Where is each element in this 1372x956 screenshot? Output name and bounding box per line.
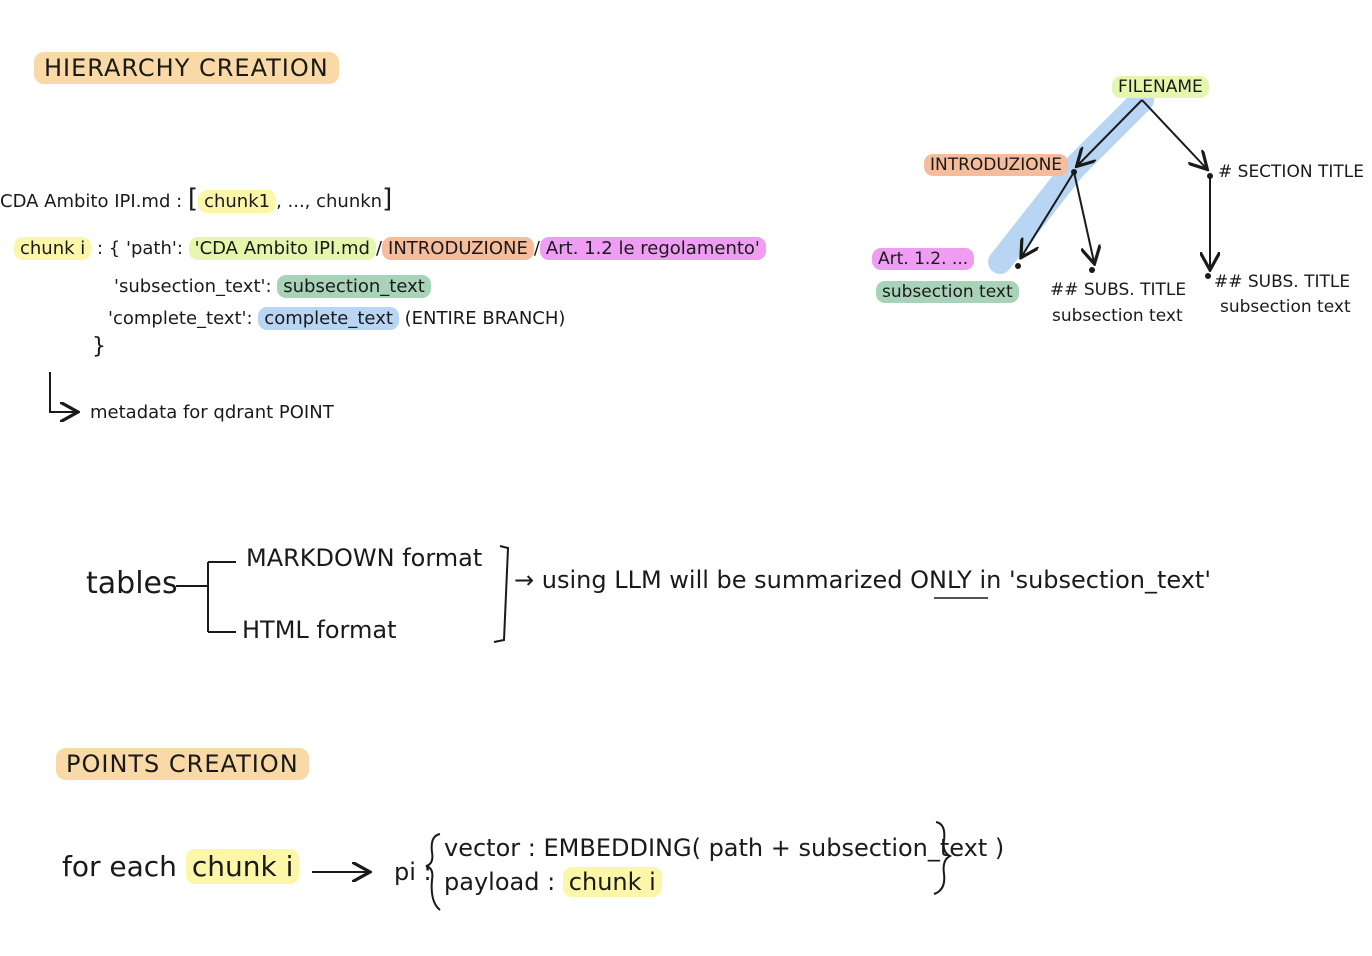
points-title: POINTS CREATION — [56, 748, 309, 780]
edge-intro-subs — [1073, 171, 1094, 262]
only-word: ONLY — [910, 566, 972, 594]
subsection-line: 'subsection_text': subsection_text — [114, 275, 431, 298]
metadata-arrow — [49, 372, 76, 412]
chunk-def-line: chunk i : { 'path': 'CDA Ambito IPI.md/I… — [14, 237, 766, 260]
metadata-note: metadata for qdrant POINT — [90, 402, 334, 423]
points-brace-right — [933, 821, 953, 895]
payload-line: payload : chunk i — [444, 867, 662, 897]
points-brace-left — [425, 833, 441, 911]
complete-value: complete_text — [258, 307, 399, 330]
vector-line: vector : EMBEDDING( path + subsection_te… — [444, 834, 1005, 862]
tables-label: tables — [86, 566, 178, 601]
tree-subs-title-1: ## SUBS. TITLE — [1050, 280, 1187, 300]
subsection-value: subsection_text — [277, 275, 431, 298]
points-chunk: chunk i — [185, 849, 300, 884]
edge-root-intro — [1078, 99, 1143, 165]
payload-value: chunk i — [562, 867, 662, 897]
complete-line: 'complete_text': complete_text (ENTIRE B… — [108, 307, 566, 330]
edge-root-section — [1141, 99, 1206, 168]
tree-art-text: subsection text — [876, 281, 1019, 303]
close-brace: } — [92, 334, 106, 359]
complete-note: (ENTIRE BRANCH) — [404, 308, 566, 329]
filename-text: CDA Ambito IPI.md — [0, 191, 171, 212]
path-art: Art. 1.2 le regolamento' — [539, 237, 766, 260]
chunk-i-label: chunk i — [14, 237, 92, 260]
tree-root: FILENAME — [1112, 76, 1209, 98]
edge-intro-art — [1022, 171, 1075, 256]
tables-summary: → using LLM will be summarized ONLY in '… — [514, 566, 1211, 594]
tree-subs-text-2: subsection text — [1220, 297, 1351, 317]
tables-fork — [176, 561, 236, 633]
html-format: HTML format — [242, 616, 397, 644]
tree-subs-title-2: ## SUBS. TITLE — [1214, 272, 1351, 292]
hierarchy-title: HIERARCHY CREATION — [34, 52, 339, 84]
pi-label: pi : — [394, 858, 432, 886]
vector-value: EMBEDDING( path + subsection_text ) — [543, 834, 1005, 862]
file-line: CDA Ambito IPI.md : [chunk1, ..., chunkn… — [0, 184, 393, 214]
branch-highlight — [988, 88, 1154, 274]
markdown-format: MARKDOWN format — [246, 544, 483, 572]
for-each-line: for each chunk i — [62, 849, 300, 884]
tree-subs-text-1: subsection text — [1052, 306, 1183, 326]
tree-intro: INTRODUZIONE — [924, 154, 1069, 176]
tree-art: Art. 1.2. ... — [872, 248, 975, 270]
path-intro: INTRODUZIONE — [382, 237, 534, 260]
chunk-first: chunk1 — [198, 190, 277, 213]
tables-bracket — [493, 545, 510, 643]
path-file: 'CDA Ambito IPI.md — [188, 237, 376, 260]
tree-section-title: # SECTION TITLE — [1218, 162, 1364, 182]
